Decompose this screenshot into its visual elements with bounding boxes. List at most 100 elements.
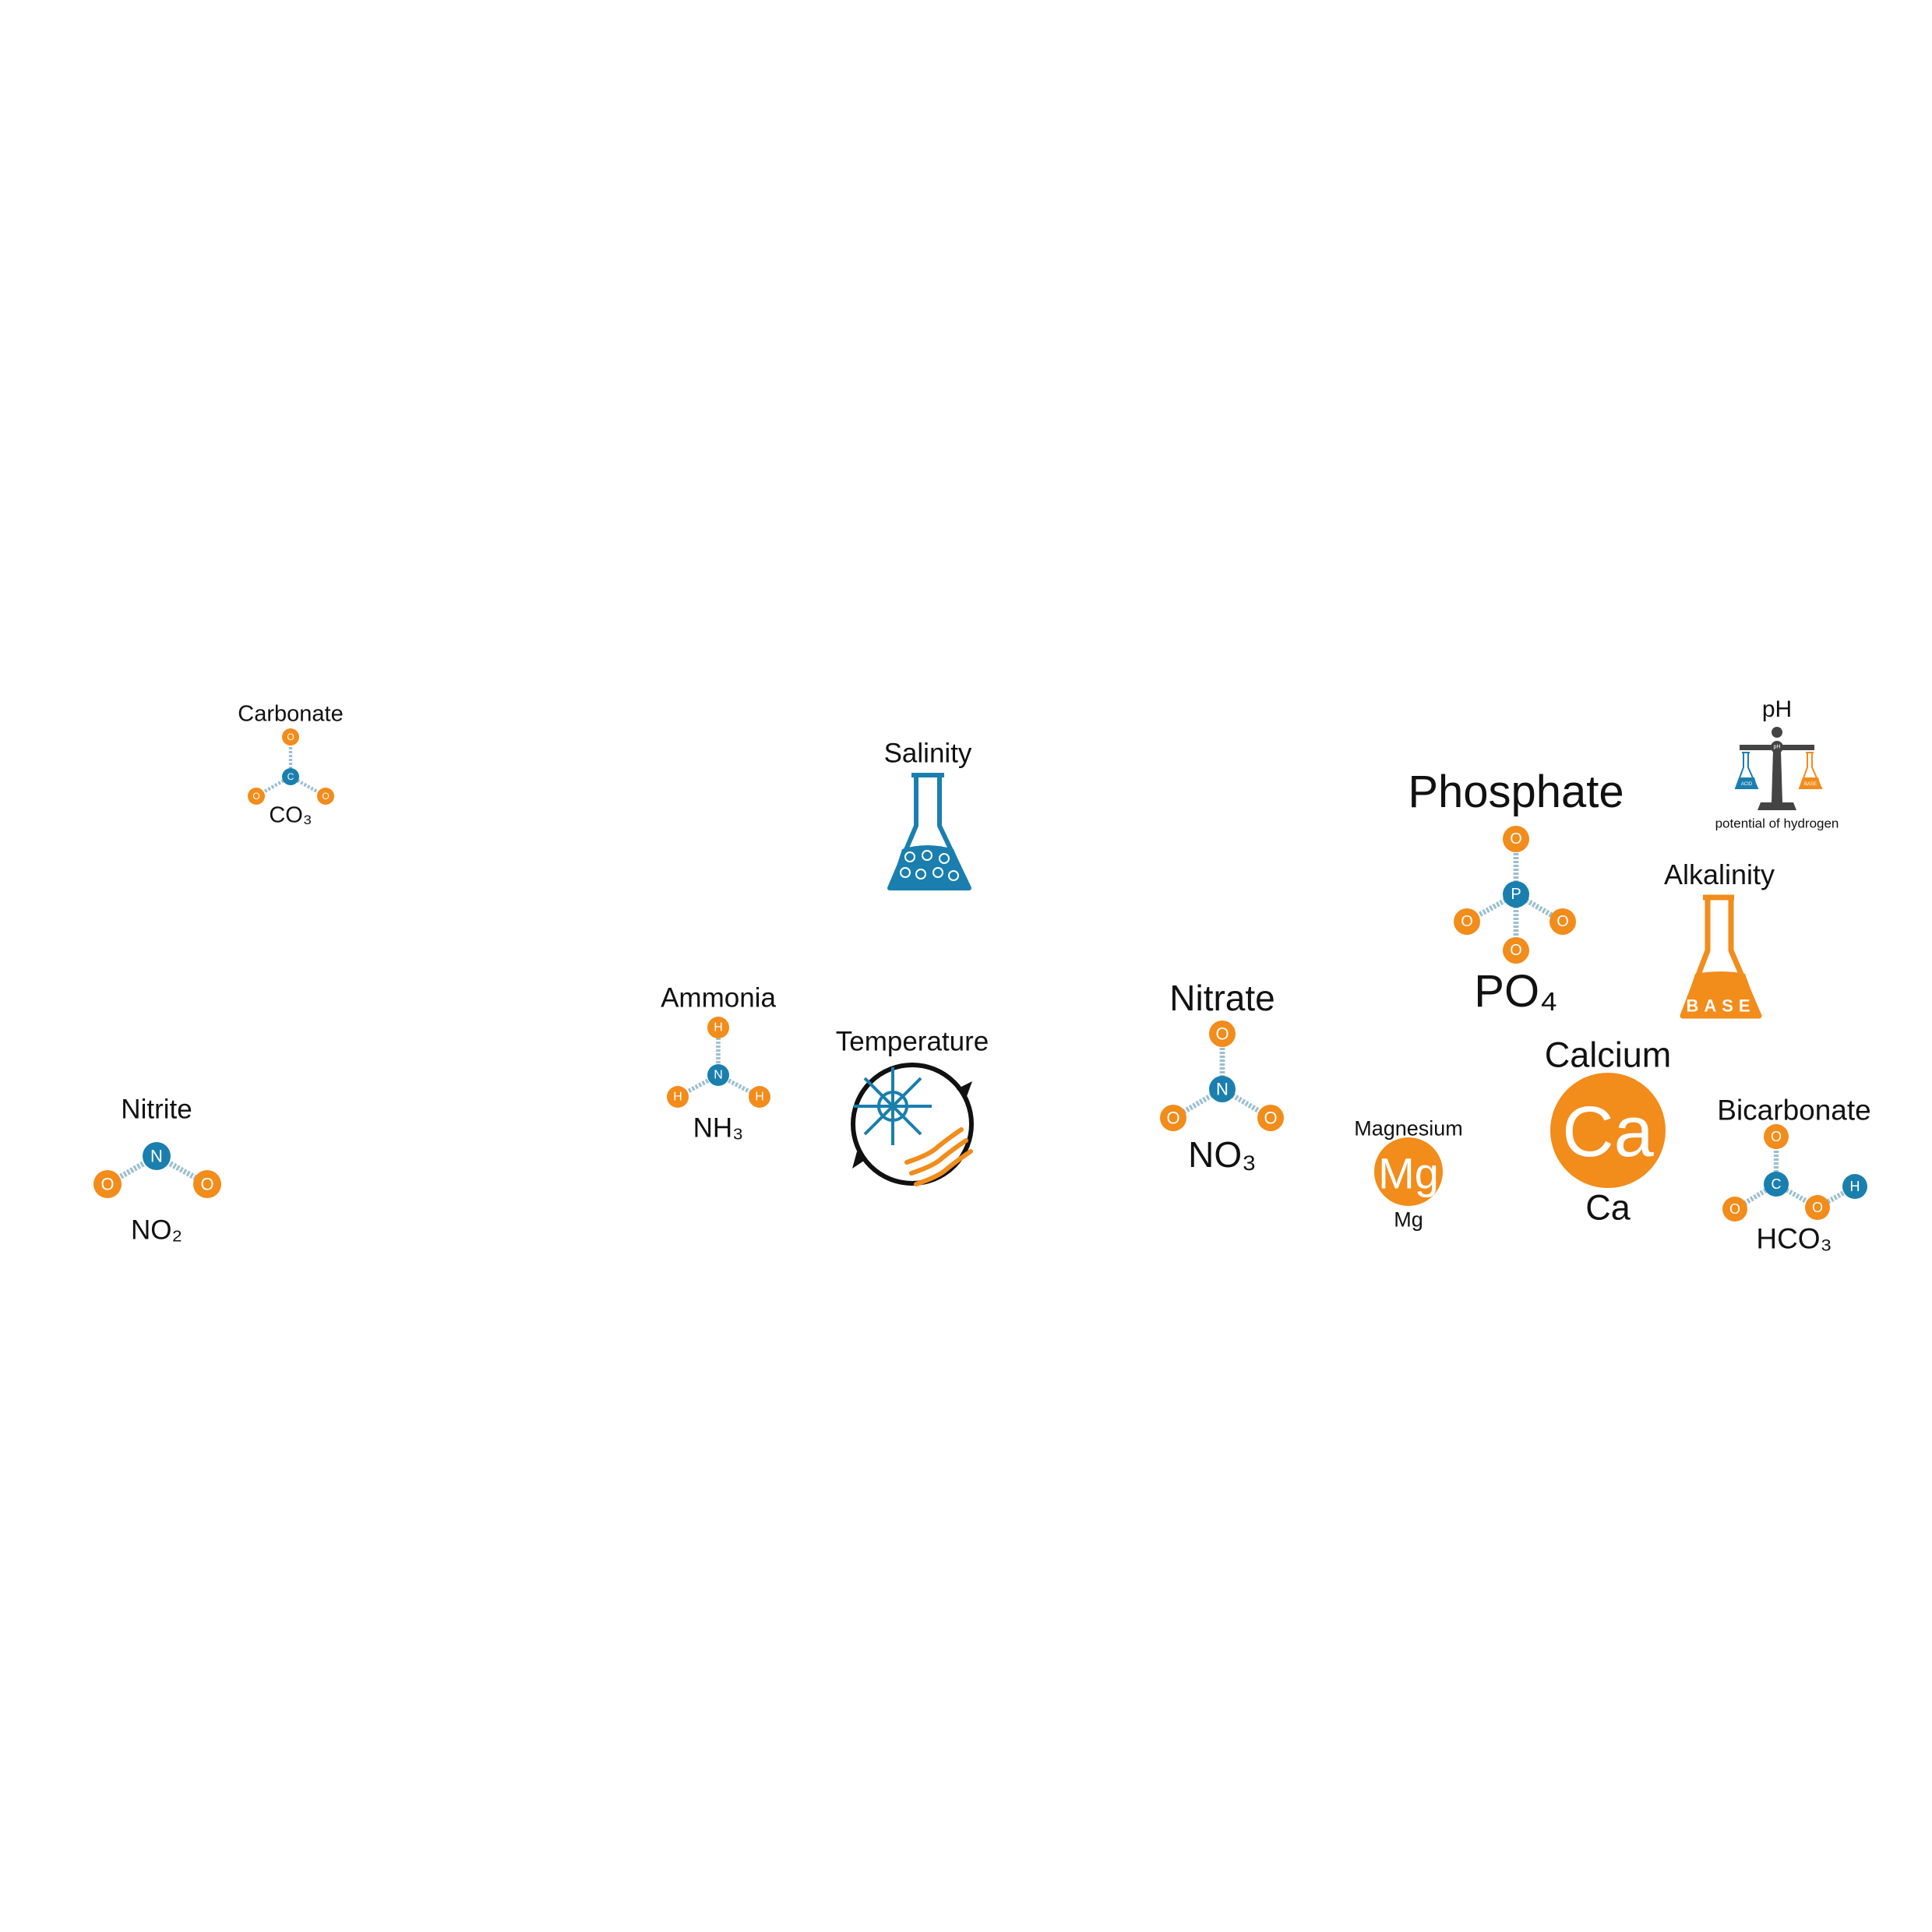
atom-symbol: H: [714, 1021, 723, 1035]
atom-symbol: O: [287, 732, 294, 742]
atom-h: [707, 1017, 729, 1038]
bond: [1733, 1182, 1778, 1211]
atom-symbol: O: [1166, 1109, 1179, 1128]
atom-o: [1454, 908, 1480, 935]
atom-symbol: H: [673, 1091, 682, 1104]
atom-symbol: O: [100, 1175, 114, 1194]
magnesium-formula: Mg: [1394, 1208, 1423, 1232]
bicarbonate-formula: HCO₃: [1756, 1222, 1832, 1255]
temperature-label: Temperature: [835, 1026, 989, 1057]
bond: [1465, 892, 1518, 924]
bond: [289, 775, 327, 798]
atom-symbol: N: [150, 1147, 163, 1166]
scale-center-label: pH: [1774, 745, 1781, 750]
atom-o: [282, 728, 299, 746]
base-flask-text: BASE: [1686, 996, 1755, 1016]
atom-symbol: O: [1729, 1201, 1740, 1217]
ph-subtitle: potential of hydrogen: [1715, 816, 1839, 831]
atom-symbol: O: [1771, 1129, 1782, 1144]
atom-h: [749, 1086, 770, 1108]
balance-scale-icon: ACID BASE pH: [1734, 727, 1823, 810]
atom-o: [1805, 1195, 1830, 1220]
calcium-ion-icon: [1550, 1073, 1666, 1188]
nitrate-formula: NO₃: [1188, 1134, 1257, 1175]
atom-symbol: H: [755, 1091, 764, 1104]
atom-o: [1764, 1124, 1789, 1149]
carbonate-label: Carbonate: [238, 701, 344, 727]
magnesium-label: Magnesium: [1354, 1116, 1463, 1141]
bond: [155, 1153, 209, 1187]
nitrite-label: Nitrite: [121, 1094, 192, 1125]
bond: [106, 1153, 158, 1187]
atom-o: [1722, 1197, 1747, 1222]
atom-symbol: O: [1461, 913, 1473, 930]
atom-symbol: O: [1264, 1109, 1277, 1128]
alkalinity-flask-icon: BASE: [1680, 894, 1762, 1019]
atom-symbol: O: [252, 791, 259, 802]
atom-o: [1209, 1021, 1236, 1047]
atom-symbol: O: [1215, 1024, 1229, 1044]
atom-symbol: O: [322, 791, 329, 802]
atom-o: [248, 788, 265, 805]
atom-o: [1503, 826, 1529, 852]
nitrite-molecule-icon: N O O: [93, 1142, 221, 1198]
carbonate-molecule-icon: C O O O: [248, 728, 334, 805]
ammonia-label: Ammonia: [661, 982, 776, 1014]
nitrite-formula: NO₂: [130, 1215, 183, 1246]
nitrate-label: Nitrate: [1169, 978, 1275, 1018]
bond: [676, 1073, 720, 1099]
atom-o: [193, 1170, 221, 1198]
atom-symbol: C: [287, 771, 294, 782]
carbonate-formula: CO₃: [269, 802, 312, 828]
bicarbonate-label: Bicarbonate: [1717, 1094, 1871, 1126]
atom-symbol: N: [714, 1069, 723, 1082]
atom-o: [1160, 1105, 1186, 1131]
atom-h: [667, 1086, 689, 1108]
atom-symbol: P: [1511, 886, 1521, 903]
nitrate-molecule-icon: N O O O: [1160, 1021, 1284, 1131]
atom-n: [143, 1142, 171, 1170]
atom-n: [707, 1064, 729, 1086]
ammonia-molecule-icon: N H H H: [667, 1017, 770, 1108]
salinity-label: Salinity: [883, 738, 972, 769]
calcium-formula: Ca: [1585, 1187, 1631, 1228]
bond: [1514, 892, 1564, 924]
atom-symbol: O: [1510, 942, 1522, 959]
bicarbonate-molecule-icon: C O O O H: [1722, 1124, 1867, 1222]
phosphate-formula: PO₄: [1474, 966, 1558, 1017]
salinity-flask-icon: [887, 773, 971, 890]
bond: [717, 1073, 761, 1099]
bond: [1816, 1184, 1856, 1210]
phosphate-label: Phosphate: [1408, 767, 1624, 817]
atom-symbol: O: [1812, 1200, 1823, 1215]
atom-o: [93, 1170, 122, 1198]
magnesium-ion-icon: [1374, 1137, 1443, 1206]
atom-c: [1764, 1172, 1789, 1197]
bond: [255, 775, 292, 798]
bond: [1775, 1182, 1819, 1210]
atom-n: [1209, 1076, 1236, 1102]
bond: [1172, 1087, 1224, 1120]
atom-o: [1257, 1105, 1284, 1131]
atom-symbol: O: [200, 1175, 213, 1194]
atom-symbol: O: [1557, 913, 1569, 930]
base-flask-label: BASE: [1804, 782, 1817, 787]
bond: [1221, 1087, 1272, 1120]
ph-label: pH: [1761, 696, 1793, 722]
atom-o: [317, 788, 334, 805]
magnesium-symbol: Mg: [1378, 1149, 1439, 1198]
temperature-cycle-icon: [851, 1063, 974, 1186]
atom-c: [282, 768, 299, 785]
atom-symbol: C: [1772, 1176, 1782, 1192]
atom-p: [1503, 881, 1529, 908]
alkalinity-label: Alkalinity: [1663, 858, 1775, 890]
ammonia-formula: NH₃: [693, 1112, 744, 1144]
atom-o: [1503, 937, 1529, 964]
atom-symbol: H: [1850, 1179, 1860, 1194]
acid-flask-label: ACID: [1741, 782, 1753, 787]
atom-symbol: N: [1216, 1080, 1229, 1099]
atom-o: [1549, 908, 1576, 935]
calcium-label: Calcium: [1544, 1035, 1672, 1075]
